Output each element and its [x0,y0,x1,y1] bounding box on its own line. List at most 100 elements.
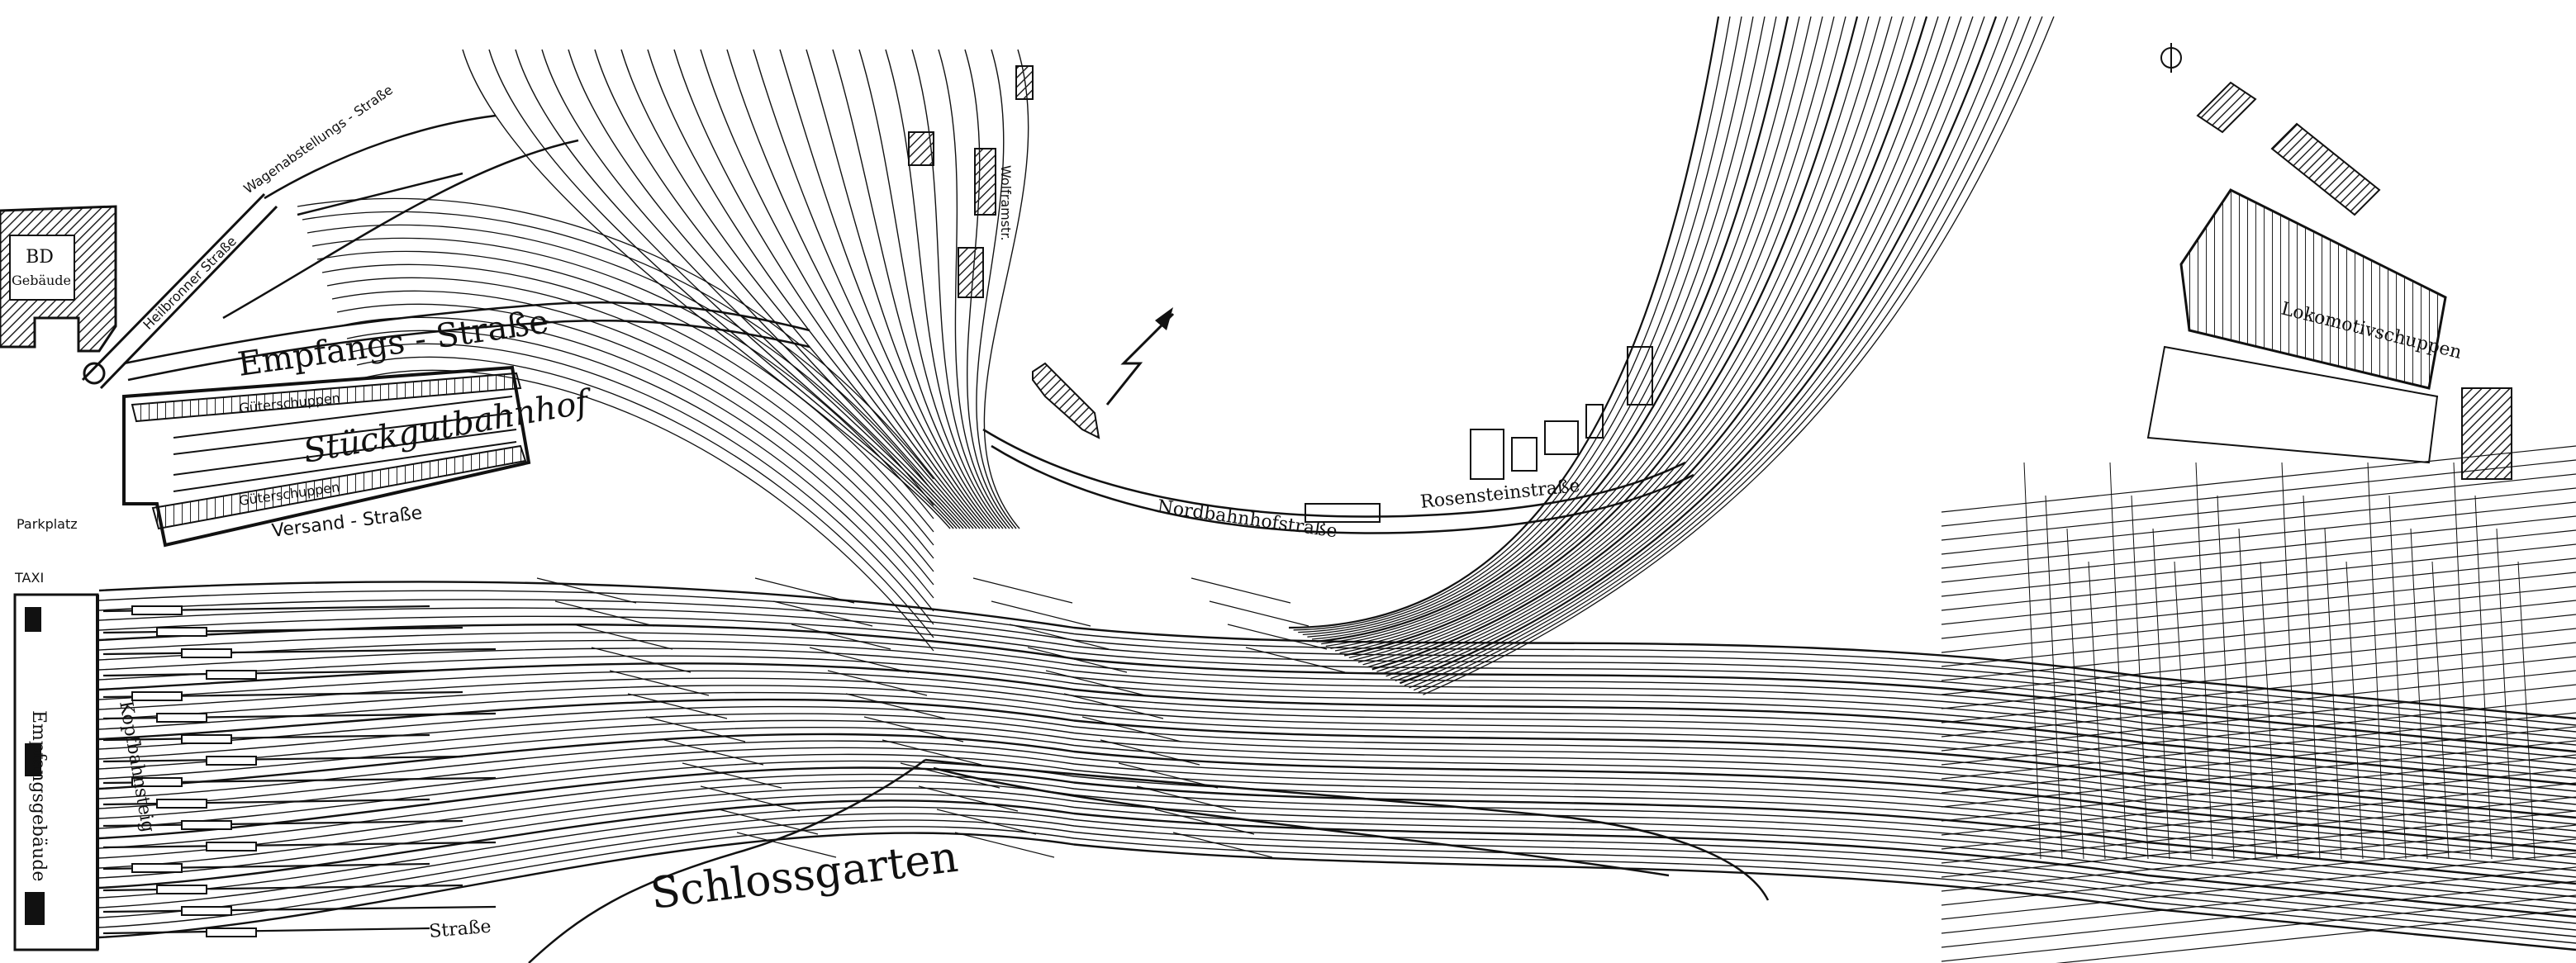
upper-track-fan [297,49,1029,652]
switch-line [591,647,692,673]
lokomotivschuppen-building [2146,81,2512,480]
platform-line [102,669,430,677]
switch-line [645,716,746,742]
east-yard-track [1941,880,2576,948]
main-track [98,813,2576,931]
platform-marker [181,648,232,658]
east-yard-cross [2152,528,2170,860]
upper-track [964,49,1014,529]
switch-line [772,600,873,627]
wolframstr-buildings [908,65,1034,298]
empfangsgebaeude-label: Empfangsgebäude [28,710,49,881]
kopfbahnsteig-label: Kopfbahnsteig [115,700,159,834]
upper-track [568,49,964,529]
east-yard-cross [2324,528,2342,860]
east-yard-cross [2496,528,2514,860]
platform-marker [181,820,232,830]
main-track [98,740,2576,858]
upper-track [911,49,1007,529]
upper-track [462,49,951,529]
main-track [98,670,2576,792]
yard-track [331,290,934,572]
platform-line [102,905,497,913]
curve-track [1293,16,1731,631]
east-yard-track [1941,810,2576,878]
platform-line [102,755,463,763]
switch-line [1045,670,1146,696]
upper-track [885,49,1004,529]
switch-line [918,785,1019,812]
yard-track [346,330,934,612]
curve-track [1418,16,2043,693]
switch-line [1118,762,1219,789]
rosensteinstrasse-label: Rosensteinstraße [1419,476,1581,513]
switch-line [991,600,1091,627]
curve-track [1298,16,1742,633]
parkplatz-label: Parkplatz [17,516,78,532]
upper-track [647,49,974,529]
upper-track [594,49,967,529]
schlossgarten-boundary [528,758,1770,963]
east-yard-track [1941,824,2576,892]
upper-track [976,49,1017,529]
switch-line [1027,647,1128,673]
yard-track [311,237,934,519]
east-yard-cross [2474,495,2493,860]
curve-track [1371,16,1928,671]
bd-label: BD [26,247,54,268]
curve-track [1357,16,1893,663]
main-track [98,753,2576,871]
main-track [98,655,2576,779]
platform-marker [131,605,183,615]
upper-track [983,49,1029,529]
switch-line [1172,832,1273,858]
upper-track [832,49,997,529]
upper-track [779,49,991,529]
upper-track [620,49,971,529]
main-track [98,793,2576,911]
east-yard-track [2056,908,2576,963]
east-yard-cross [2367,462,2385,860]
curve-track [1334,16,1835,652]
east-yard-track [1941,572,2576,639]
rosenstein-buildings [1305,346,1653,523]
switch-line [972,577,1073,604]
curve-track [1325,16,1812,648]
switch-line [1245,647,1346,673]
north-arrow-icon [1105,307,1175,406]
east-yard-cross [2281,462,2299,860]
east-yard-cross [2238,528,2256,860]
switch-line [882,739,982,766]
switch-line [1063,693,1164,719]
platform-marker [206,756,257,766]
upper-track [753,49,987,529]
platform-line [102,927,430,935]
platform-marker [156,885,207,894]
main-track [98,624,2576,753]
east-yard-track [1941,768,2576,836]
switch-line [1154,809,1255,835]
switch-line [1081,716,1182,742]
switch-line [573,624,673,650]
platform-line [102,841,497,849]
compass-rose-icon [2160,43,2182,73]
curve-track [1316,16,1789,643]
curve-track [1390,16,1974,680]
east-yard-track [1941,698,2576,766]
east-yard-track [1941,628,2576,695]
switch-line [609,670,710,696]
platform-marker [131,863,183,873]
empfangsgebaeude-building [13,593,99,951]
main-track [98,799,2576,918]
curve-track [1339,16,1846,654]
upper-track [726,49,984,529]
east-yard-track [1941,684,2576,752]
platform-marker [181,734,232,744]
east-yard-track [1941,754,2576,822]
right-curving-tracks [1288,16,2055,695]
switch-line [1136,785,1237,812]
east-yard-track [1941,459,2576,527]
main-track [98,773,2576,891]
east-yard-track [1941,852,2576,920]
